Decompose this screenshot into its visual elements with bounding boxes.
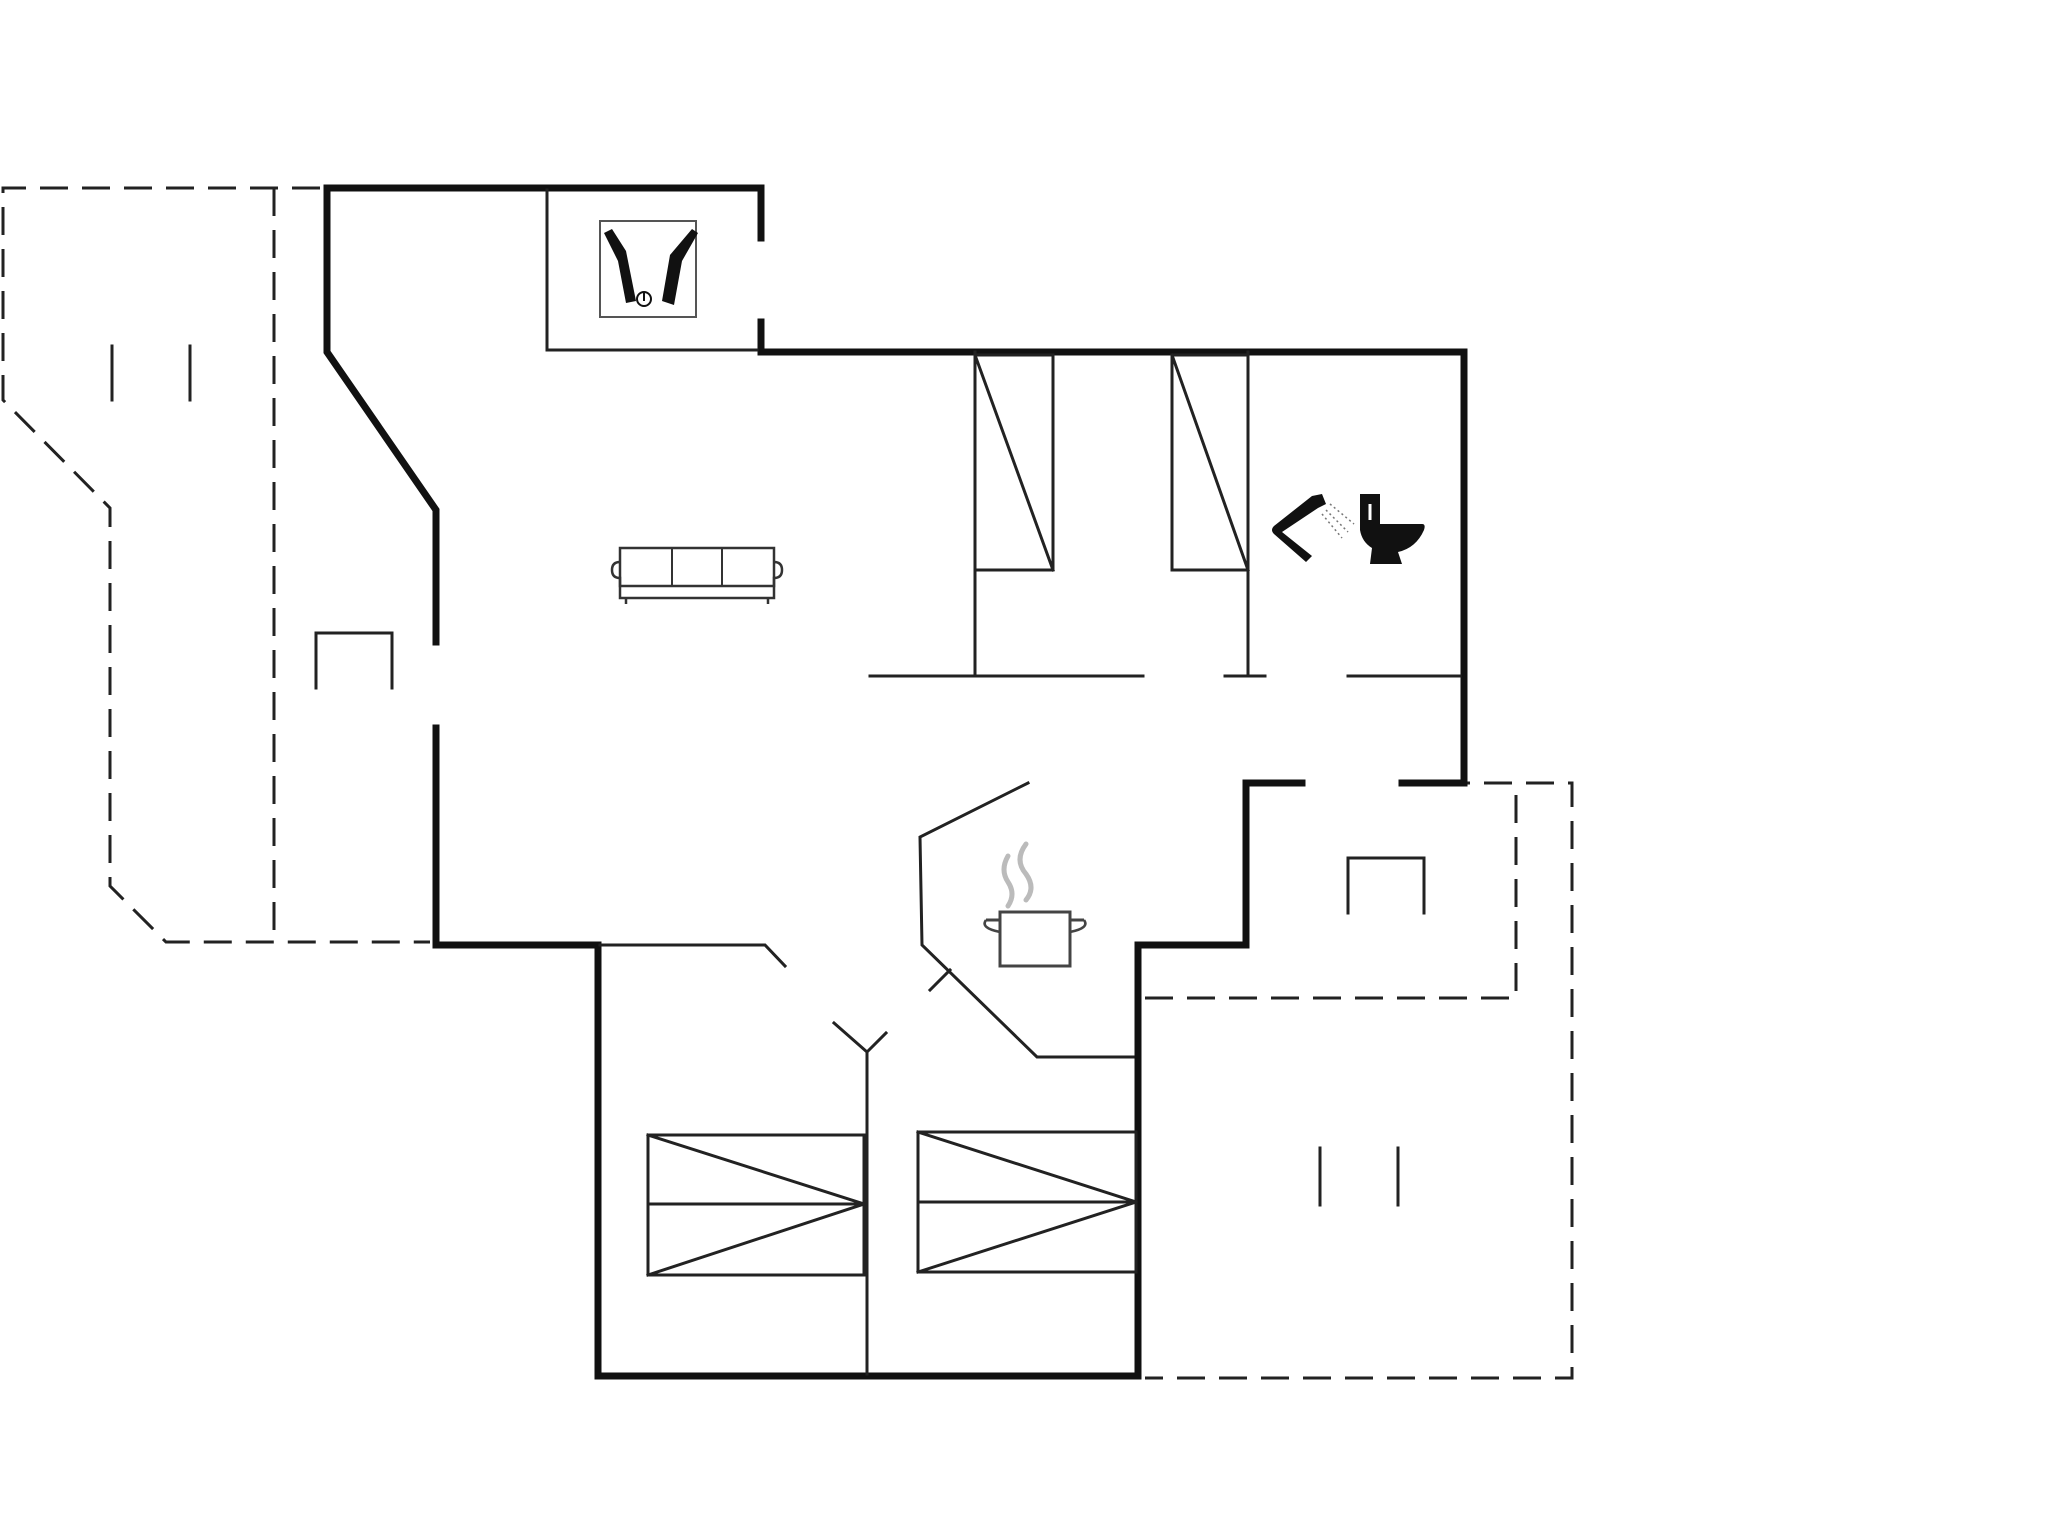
interior-walls bbox=[545, 188, 1462, 1376]
wardrobe-2-diagonal bbox=[1170, 353, 1250, 572]
chair-south bbox=[1346, 856, 1426, 915]
wardrobes bbox=[973, 353, 1250, 572]
bed-right-diag-top bbox=[916, 1130, 1138, 1204]
toilet-icon bbox=[1360, 494, 1425, 564]
wardrobe-1 bbox=[973, 353, 1055, 572]
terrace-south-inner bbox=[1145, 783, 1518, 1000]
beds bbox=[646, 1130, 1138, 1277]
wall-west-lower bbox=[432, 724, 1306, 1380]
bed-left-diag-top bbox=[646, 1133, 866, 1206]
kitchen-pot-icon bbox=[983, 841, 1087, 968]
kitchen-wall bbox=[918, 780, 1135, 1059]
kitchen-door-mark bbox=[927, 967, 953, 993]
outdoor-furniture bbox=[110, 344, 1426, 1207]
chair-west bbox=[314, 631, 394, 690]
wall-north-west bbox=[323, 184, 765, 646]
bedroom-door-y bbox=[831, 1020, 889, 1055]
sofa-icon bbox=[610, 546, 784, 604]
fireplace-icon bbox=[599, 220, 698, 318]
bed-left-diag-bottom bbox=[646, 1202, 866, 1277]
exterior-walls bbox=[323, 184, 1468, 1380]
terraces bbox=[1, 186, 1574, 1380]
wall-north-east bbox=[757, 318, 1468, 787]
shower-icon bbox=[1272, 494, 1355, 562]
bed-right bbox=[916, 1130, 1138, 1274]
fireplace-alcove bbox=[545, 188, 759, 352]
terrace-west-outline bbox=[1, 186, 430, 944]
wardrobe-2 bbox=[1170, 353, 1250, 572]
wardrobe-1-diagonal bbox=[973, 353, 1055, 572]
bed-left bbox=[646, 1133, 866, 1277]
bed-right-diag-bottom bbox=[916, 1200, 1138, 1274]
terrace-south-outline bbox=[1145, 781, 1574, 1380]
bedroom-north-wall bbox=[598, 943, 788, 969]
